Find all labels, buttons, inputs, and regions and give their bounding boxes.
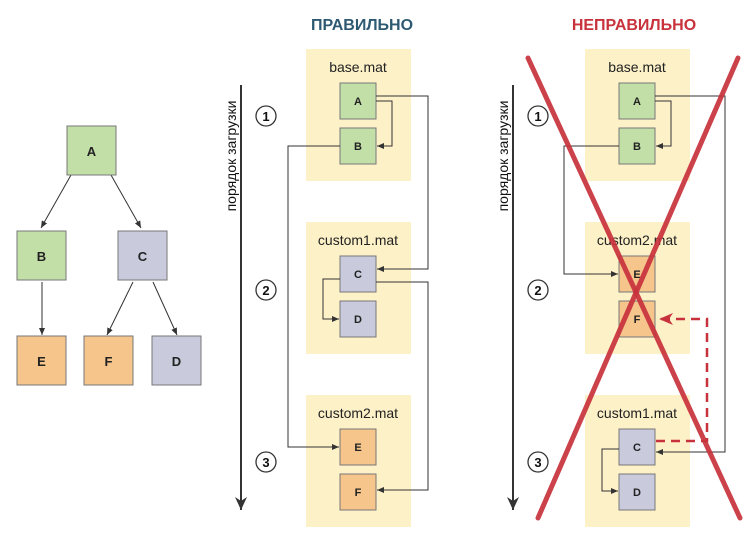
correct-link-c-d — [322, 278, 340, 322]
correct-file-2-name: custom1.mat — [318, 232, 398, 248]
edge-c-f — [106, 281, 134, 336]
correct-heading: ПРАВИЛЬНО — [311, 17, 413, 34]
correct-node-e-label: E — [354, 442, 361, 454]
edge-c-d — [152, 281, 178, 336]
inheritance-tree: A B C E F D — [16, 125, 202, 386]
correct-node-a-label: A — [354, 96, 362, 108]
wrong-file-1-name: base.mat — [608, 59, 666, 75]
correct-node-d-label: D — [354, 314, 362, 326]
wrong-node-d-label: D — [633, 487, 641, 499]
wrong-link-b-e — [563, 145, 619, 277]
correct-node-b — [339, 127, 377, 165]
correct-axis-label: порядок загрузки — [223, 101, 239, 212]
tree-node-f-label: F — [105, 354, 113, 369]
correct-node-b-label: B — [354, 141, 362, 153]
wrong-axis-label: порядок загрузки — [495, 101, 511, 212]
wrong-node-e-label: E — [633, 269, 640, 281]
wrong-step-3-number: 3 — [534, 455, 541, 470]
wrong-step-1-circle — [527, 105, 549, 127]
tree-node-e-label: E — [37, 354, 46, 369]
tree-node-b — [16, 230, 67, 281]
correct-step-2-circle — [255, 279, 277, 301]
wrong-node-b — [618, 127, 656, 165]
correct-file-3-name: custom2.mat — [318, 405, 398, 421]
wrong-step-3-circle — [527, 451, 549, 473]
wrong-link-a-b — [655, 100, 672, 149]
wrong-node-c — [618, 428, 656, 466]
wrong-heading: НЕПРАВИЛЬНО — [572, 17, 696, 34]
correct-link-b-e — [287, 145, 340, 450]
tree-node-a-label: A — [87, 144, 97, 159]
tree-node-c-label: C — [138, 249, 148, 264]
wrong-cross-stroke-2 — [535, 55, 741, 521]
correct-step-1-circle — [255, 105, 277, 127]
wrong-node-a-label: A — [633, 96, 641, 108]
wrong-step-1-number: 1 — [534, 109, 541, 124]
correct-step-2-number: 2 — [262, 283, 269, 298]
wrong-node-c-label: C — [633, 442, 641, 454]
wrong-step-2-circle — [527, 279, 549, 301]
tree-node-b-label: B — [37, 249, 46, 264]
tree-node-d-label: D — [172, 354, 181, 369]
correct-node-c-label: C — [354, 269, 362, 281]
correct-node-f — [339, 473, 377, 511]
wrong-link-c-d — [601, 448, 619, 494]
wrong-link-a-c — [655, 95, 726, 455]
correct-node-c — [339, 255, 377, 293]
edge-a-b — [40, 174, 72, 229]
wrong-cross-stroke-1 — [525, 55, 743, 521]
wrong-link-c-f-broken — [656, 313, 709, 443]
wrong-step-2-number: 2 — [534, 283, 541, 298]
correct-link-c-f — [376, 281, 429, 493]
wrong-file-3-name: custom1.mat — [597, 405, 677, 421]
correct-node-d — [339, 300, 377, 338]
tree-node-d — [151, 335, 202, 386]
correct-link-a-b — [376, 100, 393, 149]
correct-panel: ПРАВИЛЬНО порядок загрузки 1 2 3 base.ma… — [223, 17, 429, 527]
correct-link-a-c — [376, 95, 429, 272]
tree-node-f — [83, 335, 134, 386]
wrong-node-f-label: F — [634, 314, 641, 326]
correct-step-3-circle — [255, 451, 277, 473]
edge-a-c — [110, 174, 142, 229]
tree-node-e — [16, 335, 67, 386]
wrong-node-b-label: B — [633, 141, 641, 153]
tree-node-c — [117, 230, 168, 281]
correct-node-e — [339, 428, 377, 466]
tree-node-a — [66, 125, 117, 176]
wrong-node-d — [618, 473, 656, 511]
correct-node-f-label: F — [355, 487, 362, 499]
correct-file-1-name: base.mat — [329, 59, 387, 75]
wrong-panel: НЕПРАВИЛЬНО порядок загрузки 1 2 3 base.… — [495, 17, 743, 527]
correct-node-a — [339, 82, 377, 120]
correct-step-1-number: 1 — [262, 109, 269, 124]
correct-step-3-number: 3 — [262, 455, 269, 470]
